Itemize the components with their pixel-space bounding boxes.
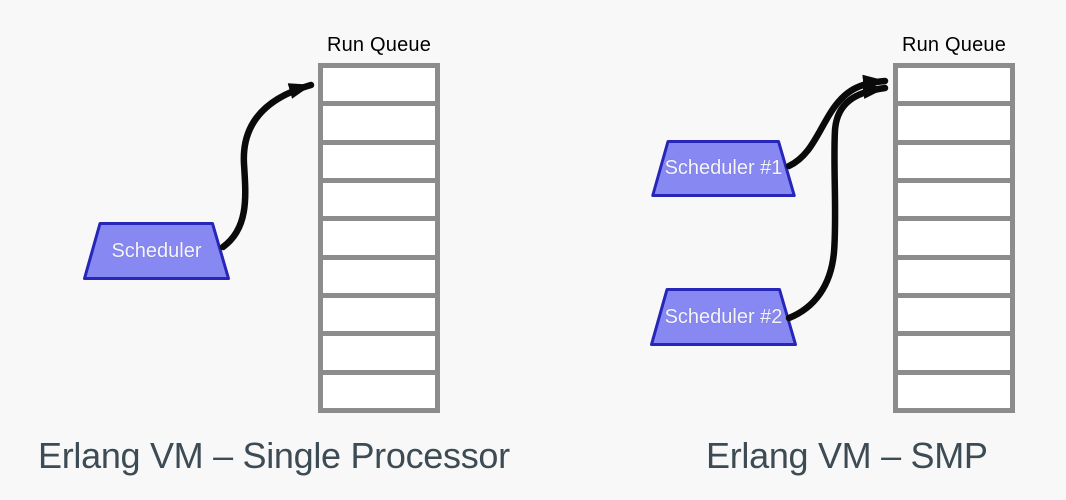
run-queue-cell xyxy=(323,68,435,102)
diagram-caption-single-processor: Erlang VM – Single Processor xyxy=(38,435,510,476)
run-queue-cell xyxy=(898,221,1010,255)
arrow-scheduler-to-queue xyxy=(219,81,315,251)
run-queue-title: Run Queue xyxy=(326,34,432,56)
arrow-scheduler2-to-queue xyxy=(785,82,889,322)
scheduler-1-label: Scheduler #1 xyxy=(664,157,783,179)
run-queue-cell xyxy=(323,221,435,255)
trapezoid-outline xyxy=(83,222,230,280)
run-queue-cell xyxy=(323,259,435,293)
run-queue-cell xyxy=(323,374,435,408)
run-queue-cell xyxy=(898,182,1010,217)
arrow-scheduler1-to-queue xyxy=(785,74,889,170)
scheduler-2-shape: Scheduler #2 xyxy=(650,288,797,346)
run-queue-cell xyxy=(898,336,1010,370)
scheduler-2-label: Scheduler #2 xyxy=(664,305,783,328)
trapezoid-shape xyxy=(650,288,797,346)
scheduler-shape: Scheduler xyxy=(83,222,230,280)
run-queue-cell xyxy=(323,182,435,217)
run-queue-cell xyxy=(323,106,435,140)
run-queue-cell xyxy=(323,144,435,178)
run-queue-cell xyxy=(898,144,1010,178)
run-queue-cell xyxy=(898,297,1010,332)
run-queue xyxy=(893,63,1015,413)
run-queue-cell xyxy=(323,297,435,332)
run-queue-cell xyxy=(898,259,1010,293)
run-queue-cell xyxy=(898,106,1010,140)
run-queue-title: Run Queue xyxy=(901,34,1007,56)
scheduler-1-shape: Scheduler #1 xyxy=(650,140,797,197)
trapezoid-shape xyxy=(83,222,230,280)
scheduler-label: Scheduler xyxy=(111,239,202,262)
diagram-caption-smp: Erlang VM – SMP xyxy=(706,435,988,476)
run-queue-cell xyxy=(323,336,435,370)
run-queue-cell xyxy=(898,374,1010,408)
run-queue-cell xyxy=(898,68,1010,102)
run-queue xyxy=(318,63,440,413)
trapezoid-outline xyxy=(650,288,797,346)
